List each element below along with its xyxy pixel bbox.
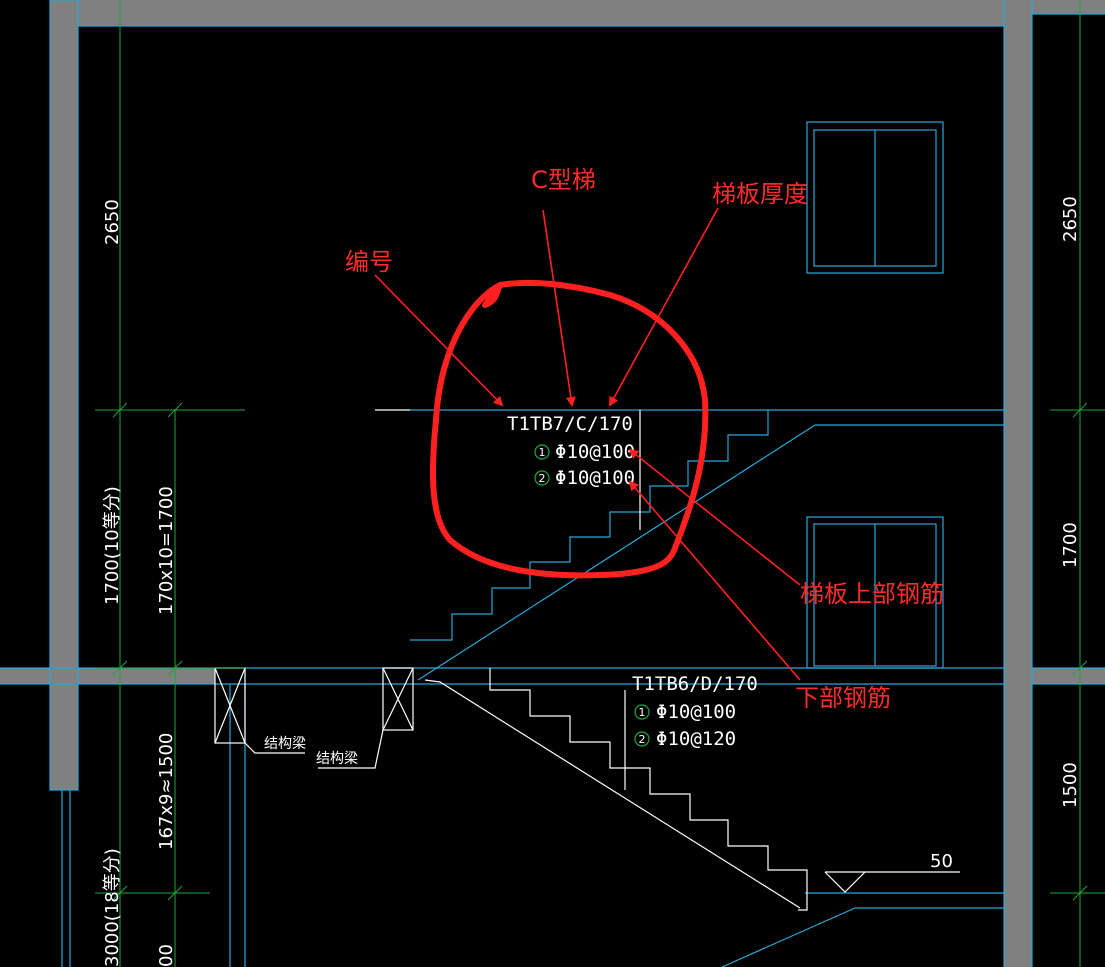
wall-left — [50, 0, 78, 790]
wall-landing-left — [0, 668, 215, 684]
wall-top — [50, 0, 1030, 26]
annotation-number: 编号 — [345, 248, 393, 276]
stair-lower-rebar-2-num: 2 — [639, 733, 646, 746]
dim-left-top: 2650 — [102, 199, 123, 245]
dim-left-mid-total: 1700(10等分) — [102, 486, 123, 605]
beam-label-b: 结构梁 — [316, 751, 358, 767]
annotation-bottom-rebar: 下部钢筋 — [795, 684, 891, 712]
stair-lower-rebar-1-num: 1 — [639, 706, 646, 719]
annotation-circle — [429, 279, 709, 579]
dim-left-mid-calc: 170x10=1700 — [156, 486, 177, 615]
arrow-number — [374, 274, 504, 407]
rebar-1-circle — [534, 444, 550, 460]
lower-rebar-2-circle — [634, 731, 650, 747]
annotation-texts: C型梯 梯板厚度 编号 梯板上部钢筋 下部钢筋 — [345, 166, 944, 712]
stair-upper-label: T1TB7/C/170 1 Φ10@100 2 Φ10@100 — [507, 413, 635, 489]
stair-upper-rebar-2-num: 2 — [539, 472, 546, 485]
dim-right-top: 2650 — [1060, 196, 1081, 242]
dim-left-bottom: 00 — [156, 944, 177, 967]
stair-upper-rebar-1-num: 1 — [539, 446, 546, 459]
arrow-thickness — [609, 207, 719, 407]
annotation-thickness: 梯板厚度 — [712, 180, 808, 208]
wall-landing-right — [1030, 668, 1105, 684]
level-mark: 50 — [930, 851, 953, 872]
dimension-texts: 2650 1700(10等分) 170x10=1700 167x9≈1500 3… — [102, 196, 1081, 967]
dim-right-mid: 1700 — [1060, 522, 1081, 568]
dim-left-low-calc: 167x9≈1500 — [156, 733, 177, 850]
arrow-bottom-rebar — [628, 480, 801, 681]
arrow-top-rebar — [628, 448, 801, 586]
stair-upper-rebar-1: Φ10@100 — [555, 441, 635, 463]
wall-top-right — [1030, 0, 1105, 14]
dim-left-low-total: 3000(18等分) — [102, 848, 123, 967]
lower-stair-lines — [375, 409, 960, 911]
annotation-c-type: C型梯 — [531, 166, 596, 194]
stair-lower-code: T1TB6/D/170 — [632, 673, 758, 695]
stair-lower-rebar-1: Φ10@100 — [656, 701, 736, 723]
rebar-2-circle — [534, 470, 550, 486]
beam-label-a: 结构梁 — [264, 736, 306, 752]
dim-right-low: 1500 — [1060, 762, 1081, 808]
annotation-arrows — [374, 207, 801, 681]
stair-lower-rebar-2: Φ10@120 — [656, 728, 736, 750]
stair-upper-code: T1TB7/C/170 — [507, 413, 633, 435]
stair-upper-rebar-2: Φ10@100 — [555, 467, 635, 489]
arrow-c-type — [542, 209, 576, 407]
lower-rebar-1-circle — [634, 704, 650, 720]
dimension-lines — [95, 0, 1105, 967]
wall-right — [1004, 0, 1032, 967]
annotation-top-rebar: 梯板上部钢筋 — [800, 580, 944, 608]
stair-lower-label: T1TB6/D/170 1 Φ10@100 2 Φ10@120 — [632, 673, 758, 750]
